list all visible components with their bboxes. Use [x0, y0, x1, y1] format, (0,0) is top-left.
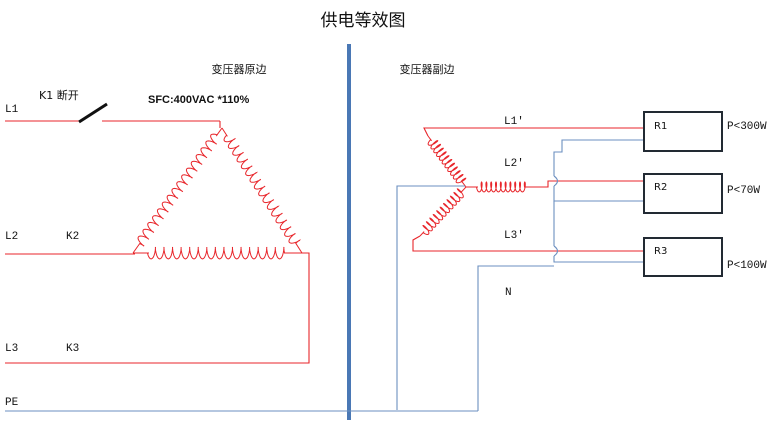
switch-k3-label: K3: [66, 343, 79, 355]
load-r1-box: [643, 111, 723, 152]
coil-turns: [466, 181, 538, 193]
delta-winding-left: [132, 127, 223, 254]
output-wire-l3: [412, 235, 645, 252]
output-label-l1: L1': [504, 116, 524, 128]
switch-k1-label: K1 断开: [39, 88, 79, 102]
load-r1-name: R1: [654, 121, 667, 132]
line-label-l3: L3: [5, 343, 18, 355]
load-r1-power: P<300W: [727, 121, 767, 133]
load-r3-power: P<100W: [727, 260, 767, 272]
l3-wire: [5, 252, 310, 364]
sfc-voltage-label: SFC:400VAC *110%: [148, 94, 250, 106]
output-wire-l2: [538, 180, 645, 188]
load-r2-box: [643, 173, 723, 214]
coil-turns: [133, 246, 302, 260]
switch-k1-blade: [78, 102, 108, 124]
output-label-l3: L3': [504, 230, 524, 242]
coil-turns: [427, 135, 467, 188]
diagram-title: 供电等效图: [321, 11, 406, 31]
neutral-label: N: [505, 287, 512, 299]
output-label-l2: L2': [504, 158, 524, 170]
load-r2-power: P<70W: [727, 185, 760, 197]
load-r2-name: R2: [654, 182, 667, 193]
neutral-crossover-2: [553, 245, 559, 257]
coil-turns: [419, 186, 467, 237]
wye-winding-lower: [419, 186, 467, 237]
load-r3-name: R3: [654, 246, 667, 257]
switch-k2-label: K2: [66, 231, 79, 243]
delta-winding-bottom: [133, 246, 302, 260]
delta-winding-right: [221, 127, 303, 254]
coil-turns: [221, 127, 303, 254]
wye-winding-right: [466, 181, 538, 193]
line-label-l2: L2: [5, 231, 18, 243]
load-r3-box: [643, 237, 723, 277]
pe-label: PE: [5, 397, 19, 409]
coil-turns: [132, 127, 223, 254]
neutral-crossover-1: [553, 175, 559, 187]
primary-side-label: 变压器原边: [212, 62, 267, 76]
output-wire-l1: [423, 127, 645, 137]
neutral-return-r1: [553, 139, 720, 176]
star-point-to-pe: [396, 185, 465, 410]
wye-winding-upper: [427, 135, 467, 188]
line-label-l1: L1: [5, 104, 19, 116]
secondary-side-label: 变压器副边: [400, 62, 455, 76]
neutral-to-pe: [477, 265, 554, 411]
